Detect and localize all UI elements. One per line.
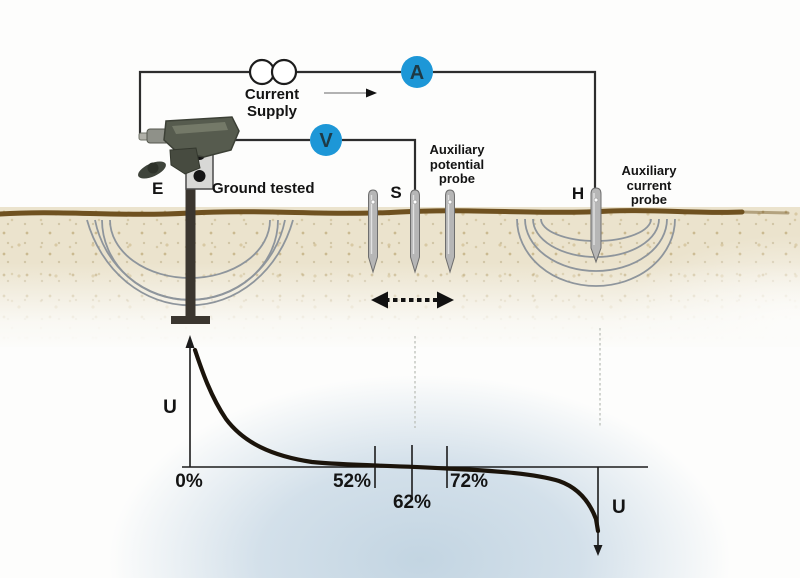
potential-probe-caption: Auxiliary potential probe bbox=[429, 142, 485, 187]
electrode-letter: E bbox=[152, 179, 164, 198]
transformer-icon bbox=[248, 58, 298, 86]
projection-dashed-lines bbox=[414, 328, 601, 428]
u-end-label: U bbox=[612, 497, 626, 518]
current-probe-letter: H bbox=[571, 184, 585, 203]
curve-axes bbox=[182, 344, 648, 549]
current-flow-arrow-icon bbox=[324, 88, 377, 98]
tick-label-62: 62% bbox=[392, 492, 432, 513]
u-axis-label: U bbox=[163, 397, 177, 418]
tick-label-0: 0% bbox=[175, 471, 203, 492]
ground-surface-line-fade bbox=[740, 210, 790, 215]
down-arrowhead-icon bbox=[593, 545, 603, 556]
current-probe-caption: Auxiliary current probe bbox=[621, 163, 677, 208]
potential-probe-rods bbox=[368, 189, 455, 274]
current-probe-rod bbox=[590, 187, 602, 264]
current-supply-label: Current Supply bbox=[244, 86, 300, 120]
groundwater-gradient bbox=[0, 280, 800, 578]
potential-probe-letter: S bbox=[390, 183, 402, 202]
ground-clamp bbox=[138, 116, 240, 179]
y-axis-arrowhead-icon bbox=[185, 335, 195, 348]
tick-label-52: 52% bbox=[332, 471, 372, 492]
tick-label-72: 72% bbox=[449, 471, 489, 492]
circuit-wires bbox=[138, 70, 597, 192]
ammeter-letter: A bbox=[410, 62, 424, 84]
ammeter-circle-icon bbox=[401, 56, 433, 88]
ground-surface-line bbox=[0, 208, 745, 217]
probe-travel-arrow-icon bbox=[371, 291, 454, 309]
voltmeter-letter: V bbox=[319, 130, 333, 152]
potential-fall-curve bbox=[192, 347, 601, 534]
voltmeter-circle-icon bbox=[310, 124, 342, 156]
ground-tested-label: Ground tested bbox=[212, 180, 315, 197]
